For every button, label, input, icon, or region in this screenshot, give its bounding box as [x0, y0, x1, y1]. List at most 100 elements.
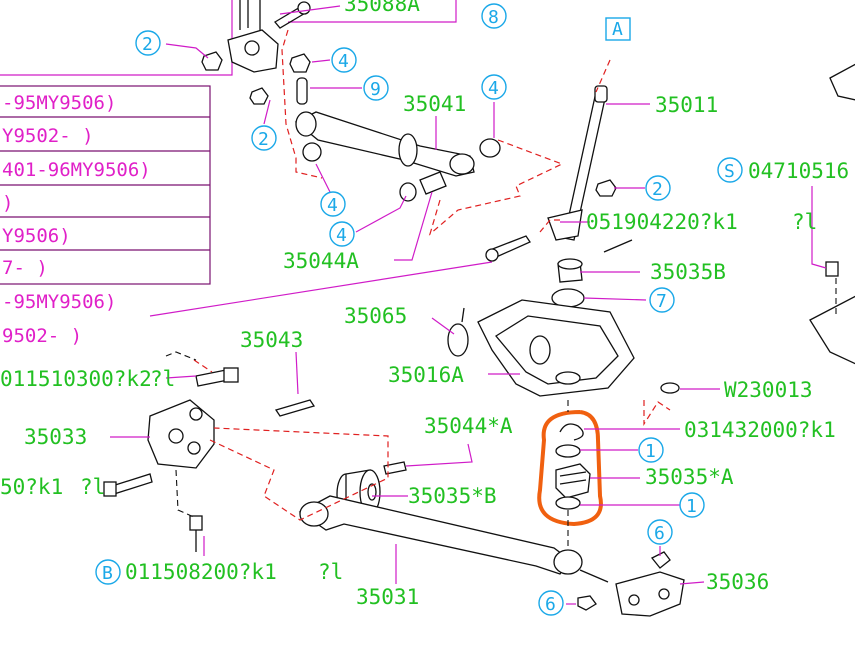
ref-4-b: 4: [481, 74, 507, 100]
ref-S: S: [717, 157, 743, 183]
label-051904220-tail: ?l: [792, 210, 817, 234]
part-labels: 35088A 35041 35011 04710516 051904220?k1…: [0, 0, 849, 609]
callout-text: 4: [327, 195, 338, 216]
label-011510300-tail: ?l: [150, 367, 175, 391]
label-35035A-star: 35035*A: [645, 465, 734, 489]
bracket-35033: [147, 399, 215, 469]
washer-1a: [555, 444, 581, 458]
label-35041: 35041: [403, 92, 466, 116]
callout-text: 6: [545, 594, 556, 615]
label-50k1-tail: ?l: [80, 475, 105, 499]
label-011508200-tail: ?l: [318, 560, 343, 584]
table-row-2: Y9502- ): [2, 125, 94, 147]
nut-2a: [201, 51, 223, 71]
table-row-1: -95MY9506): [2, 92, 116, 114]
label-35044A-star: 35044*A: [424, 414, 513, 438]
top-bracket-part: [227, 0, 311, 73]
callout-text: 2: [142, 34, 153, 55]
shift-lever-part: [547, 85, 608, 241]
ref-4-d: 4: [329, 221, 355, 247]
top-frame: [288, 0, 457, 23]
pin-35043: [274, 399, 316, 417]
label-011508200: 011508200?k1: [125, 560, 277, 584]
callout-text: 6: [654, 523, 665, 544]
note-row-1: -95MY9506): [2, 291, 116, 313]
callout-text: 1: [645, 441, 656, 462]
label-50k1: 50?k1: [0, 475, 63, 499]
ref-callouts: 2 8 4 9 2 4 2 4 4 7 1 1 6 6 S B A: [95, 3, 743, 616]
table-row-3: 401-96MY9506): [2, 159, 151, 181]
table-row-4: ): [2, 192, 13, 214]
callout-text: 4: [338, 51, 349, 72]
pin-051904220: [603, 239, 633, 253]
bolt-part: [485, 235, 531, 262]
ref-7: 7: [649, 287, 675, 313]
note-row-2: 9502- ): [2, 325, 82, 347]
ref-2-b: 2: [251, 125, 277, 151]
label-011510300: 011510300?k2: [0, 367, 152, 391]
ref-A: A: [605, 17, 631, 41]
table-row-6: 7- ): [2, 257, 48, 279]
ref-4-a: 4: [331, 47, 357, 73]
dashed-guides: [165, 29, 837, 546]
top-left-frame: [0, 0, 233, 76]
shift-rod-part: [294, 111, 475, 177]
label-35011: 35011: [655, 93, 718, 117]
nut-2c: [595, 179, 617, 197]
bushing-35035B: [557, 258, 583, 283]
leader-lines: [110, 5, 827, 605]
label-35033: 35033: [24, 425, 87, 449]
bracket-35036: [615, 571, 685, 617]
callout-text: S: [724, 161, 735, 182]
label-35065: 35065: [344, 304, 407, 328]
clip-031432000: [559, 423, 584, 441]
label-35036: 35036: [706, 570, 769, 594]
callout-text: 2: [652, 179, 663, 200]
label-35044A: 35044A: [283, 249, 359, 273]
nut-2b: [249, 87, 269, 105]
label-35035B-star: 35035*B: [408, 484, 497, 508]
applicability-table: [0, 85, 211, 285]
label-W230013: W230013: [724, 378, 813, 402]
label-051904220: 051904220?k1: [586, 210, 738, 234]
boot-35065: [447, 307, 469, 357]
housing-35016A: [477, 299, 635, 397]
ref-9: 9: [363, 75, 389, 101]
label-35088A: 35088A: [344, 0, 420, 16]
bolt-011508200: [189, 515, 203, 552]
ref-B: B: [95, 559, 121, 585]
callout-text: 1: [686, 496, 697, 517]
bushing-4a: [479, 138, 501, 158]
ref-8: 8: [481, 3, 507, 29]
ref-1-b: 1: [679, 492, 705, 518]
bushing-35044A: [419, 171, 447, 195]
ref-6-b: 6: [538, 590, 564, 616]
pin-35044A-star: [383, 461, 407, 475]
washer-W230013: [660, 382, 680, 394]
ref-4-c: 4: [320, 191, 346, 217]
nut-4a: [289, 53, 311, 73]
ref-2-c: 2: [645, 175, 671, 201]
callout-text: 7: [656, 291, 667, 312]
label-35035B: 35035B: [650, 260, 726, 284]
label-35031: 35031: [356, 585, 419, 609]
table-row-5: Y9506): [2, 225, 71, 247]
bushing-4c: [399, 182, 417, 202]
bushing-35035A: [555, 463, 591, 499]
bolt-left: [103, 473, 153, 497]
bolt-6a: [650, 551, 671, 569]
label-35016A: 35016A: [388, 363, 464, 387]
ref-2-a: 2: [135, 30, 161, 56]
callout-text: 4: [336, 225, 347, 246]
ref-1-a: 1: [638, 437, 664, 463]
right-partial-assembly: [809, 63, 855, 365]
label-35043: 35043: [240, 328, 303, 352]
callout-text: 2: [258, 129, 269, 150]
label-04710516: 04710516: [748, 159, 849, 183]
bolt-011510300: [195, 367, 239, 387]
callout-text: A: [612, 19, 623, 40]
pin-9: [296, 77, 308, 105]
shift-arm-35031: [298, 495, 609, 583]
